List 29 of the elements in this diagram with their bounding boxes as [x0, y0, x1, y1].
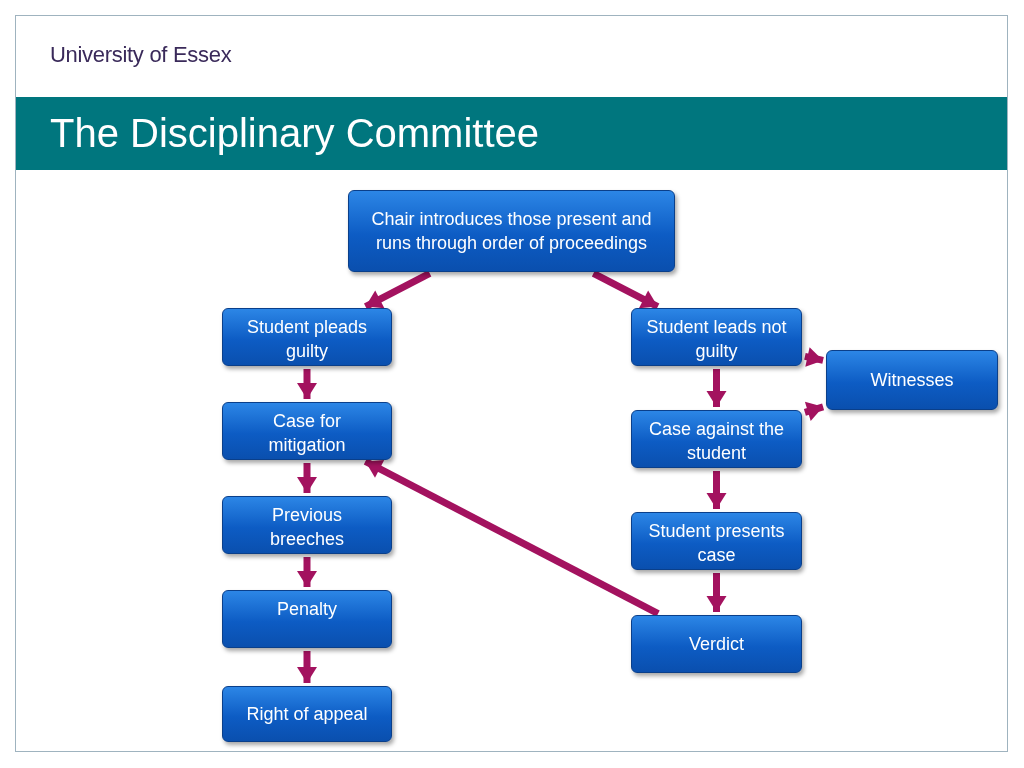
process-box [222, 496, 392, 554]
process-box [222, 402, 392, 460]
box-text: Previous breeches [268, 504, 346, 551]
process-box [631, 615, 802, 673]
box-text: Case against the student [647, 418, 786, 465]
arrow [364, 270, 432, 310]
slide-title: The Disciplinary Committee [50, 111, 540, 156]
box-text: Student presents case [647, 520, 786, 567]
process-box [222, 686, 392, 742]
arrow [363, 458, 660, 617]
box-text: Verdict [689, 633, 744, 656]
process-box [631, 410, 802, 468]
process-box [631, 308, 802, 366]
box-text: Student leads not guilty [645, 316, 788, 363]
process-box [826, 350, 998, 410]
arrow [803, 401, 825, 421]
process-box [222, 308, 392, 366]
process-box [631, 512, 802, 570]
box-text: Penalty [276, 598, 337, 621]
box-text: Witnesses [870, 369, 954, 392]
process-box [222, 590, 392, 648]
box-text: Right of appeal [246, 703, 368, 726]
arrow [591, 270, 660, 310]
box-text: Student pleads guilty [245, 316, 369, 363]
header-text: University of Essex [50, 42, 232, 68]
box-text: Chair introduces those present and runs through order of proceedings [370, 208, 653, 255]
box-text: Case for mitigation [267, 410, 347, 457]
arrow [804, 347, 824, 367]
process-box [348, 190, 675, 272]
